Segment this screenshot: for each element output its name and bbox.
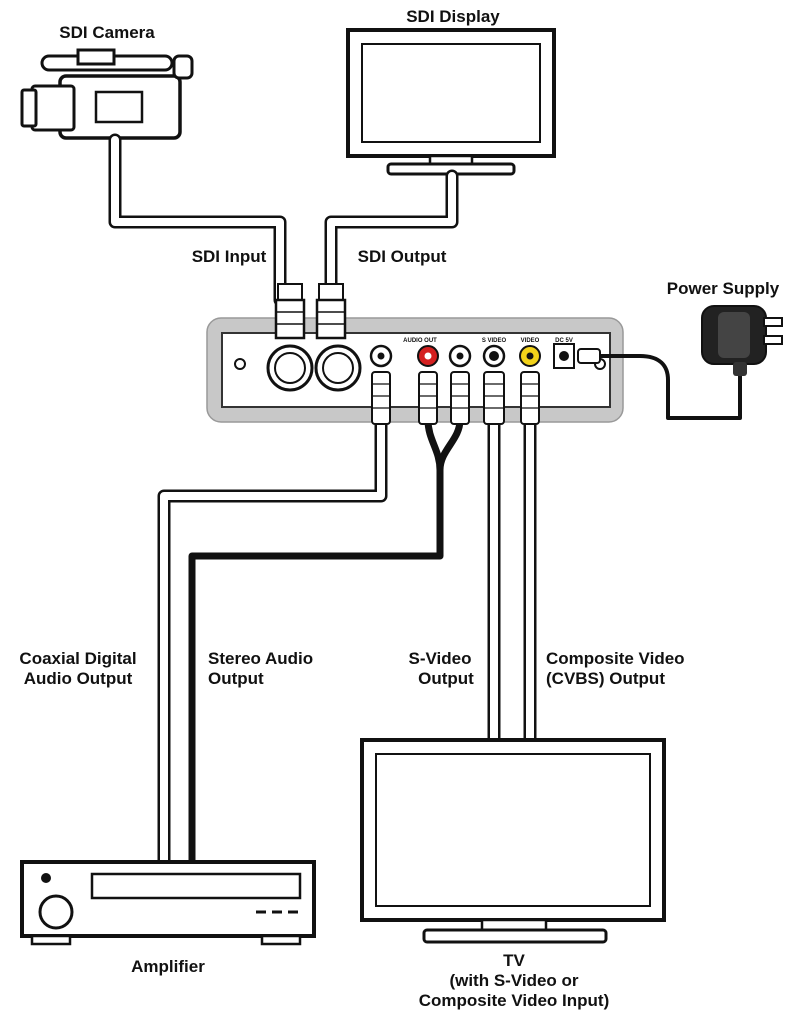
stereo-label-line1: Stereo Audio — [208, 649, 313, 668]
sdi-camera-icon — [20, 48, 194, 140]
amplifier-label: Amplifier — [131, 957, 205, 976]
power-adapter-icon — [701, 305, 783, 376]
power-supply-label: Power Supply — [667, 279, 780, 298]
stereo-label-line2: Output — [208, 669, 264, 688]
rca-plugs — [371, 371, 540, 425]
sdi-output-label: SDI Output — [358, 247, 447, 266]
bnc-plug-output — [315, 283, 347, 340]
svideo-label-line1: S-Video — [409, 649, 472, 668]
sdi-display-icon — [346, 28, 556, 176]
sdi-input-cable — [108, 133, 287, 307]
tv-label-line2: (with S-Video or — [449, 971, 578, 990]
coaxial-label-line2: Audio Output — [24, 669, 133, 688]
dc-label: DC 5V — [555, 338, 573, 344]
bnc-plug-input — [274, 283, 306, 340]
s-video-label: S VIDEO — [482, 338, 507, 344]
composite-label-line2: (CVBS) Output — [546, 669, 665, 688]
tv-label-line3: Composite Video Input) — [419, 991, 609, 1010]
tv-label-line1: TV — [503, 951, 525, 970]
sdi-input-label: SDI Input — [192, 247, 267, 266]
sdi-display-label: SDI Display — [406, 7, 500, 26]
power-cable — [577, 348, 742, 420]
composite-label-line1: Composite Video — [546, 649, 685, 668]
converter-box: AUDIO OUT S VIDEO VIDEO DC 5V — [206, 317, 624, 423]
tv-icon — [360, 738, 666, 944]
amplifier-icon — [20, 860, 316, 946]
video-label: VIDEO — [521, 338, 540, 344]
sdi-output-cable — [324, 169, 459, 307]
coaxial-label-line1: Coaxial Digital — [19, 649, 136, 668]
svideo-label-line2: Output — [418, 669, 474, 688]
coaxial-audio-cable — [157, 413, 388, 869]
audio-out-label: AUDIO OUT — [403, 338, 437, 344]
sdi-camera-label: SDI Camera — [59, 23, 155, 42]
